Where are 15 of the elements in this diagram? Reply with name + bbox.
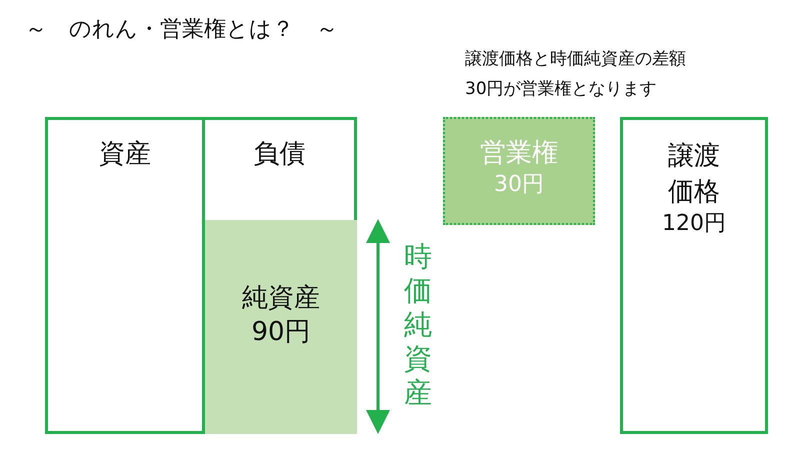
net-asset-block: [205, 220, 357, 434]
amount-text: 90円: [250, 316, 312, 349]
note-text: 譲渡価格と時価純資産の差額30円が営業権となります: [465, 48, 687, 101]
amount-text: 120円: [661, 210, 727, 238]
box-heading: 負債: [252, 138, 306, 171]
box-heading: 純資産: [241, 282, 321, 315]
liability-column: [202, 117, 357, 434]
box-heading: 資産: [98, 138, 152, 171]
box-heading: 譲渡価格: [667, 140, 721, 209]
transfer-price-column: [620, 117, 768, 434]
goodwill-box: [443, 117, 595, 225]
measure-label: 時価純資産: [403, 240, 433, 410]
box-heading: 営業権: [479, 137, 559, 170]
title: ～ のれん・営業権とは？ ～: [25, 16, 338, 44]
amount-text: 30円: [493, 170, 545, 199]
